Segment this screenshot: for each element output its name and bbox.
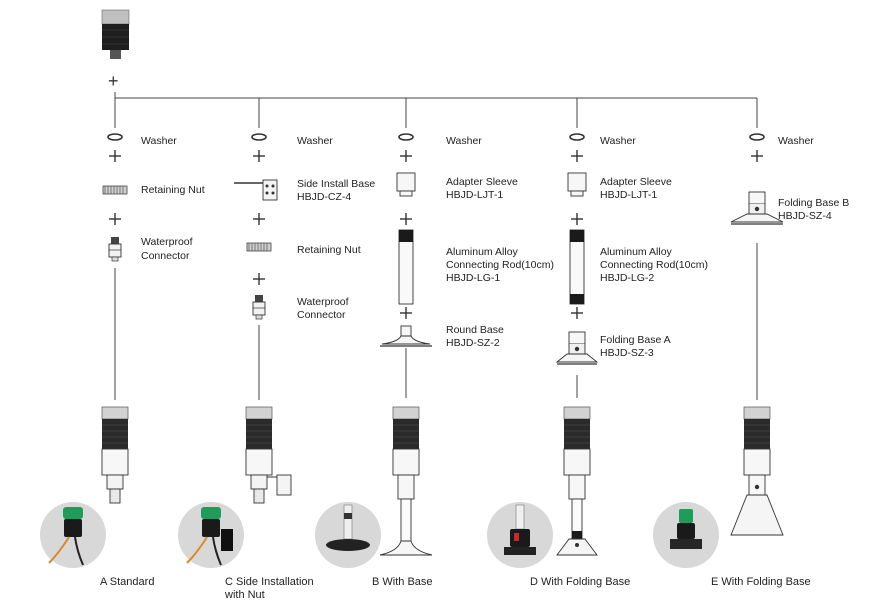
label-sleeve-code-d: HBJD-LJT-1 bbox=[600, 189, 658, 201]
plus-icon bbox=[571, 307, 583, 319]
lamp-e-stand-icon bbox=[730, 474, 784, 536]
folding-base-icon bbox=[730, 191, 784, 225]
caption-b: B With Base bbox=[372, 576, 433, 588]
label-connector-a-line1: Waterproof bbox=[141, 236, 193, 248]
label-round-base-code-b: HBJD-SZ-2 bbox=[446, 337, 500, 349]
lamp-d-stand-icon bbox=[556, 474, 598, 556]
label-rod-code-b: HBJD-LG-1 bbox=[446, 272, 501, 284]
caption-c: C Side Installation bbox=[225, 576, 314, 588]
label-sleeve-b: Adapter Sleeve bbox=[446, 176, 518, 188]
assembled-lamp-e-icon bbox=[743, 406, 771, 476]
waterproof-connector-icon bbox=[108, 237, 122, 262]
adapter-sleeve-icon bbox=[567, 172, 587, 197]
photo-folding-base-d-icon bbox=[487, 502, 553, 568]
top-plus-sign: + bbox=[108, 71, 119, 91]
label-fold-b-code-e: HBJD-SZ-4 bbox=[778, 210, 832, 222]
side-install-bracket-icon bbox=[234, 179, 278, 201]
plus-icon bbox=[400, 213, 412, 225]
connector-lines bbox=[114, 92, 758, 400]
aluminum-rod-icon bbox=[569, 229, 585, 305]
folding-base-icon bbox=[555, 331, 599, 365]
plus-icon bbox=[571, 213, 583, 225]
label-washer-b: Washer bbox=[446, 135, 482, 147]
washer-icon bbox=[569, 133, 585, 141]
plus-icon bbox=[253, 273, 265, 285]
aluminum-rod-icon bbox=[398, 229, 414, 305]
caption-c-line2: with Nut bbox=[225, 589, 265, 601]
top-lamp-icon bbox=[101, 9, 130, 59]
washer-icon bbox=[251, 133, 267, 141]
caption-a: A Standard bbox=[100, 576, 155, 588]
plus-icon bbox=[400, 150, 412, 162]
photo-standard-icon bbox=[40, 502, 106, 568]
assembled-lamp-a-icon bbox=[101, 406, 129, 476]
assembled-lamp-c-icon bbox=[245, 406, 273, 476]
label-sleeve-code-b: HBJD-LJT-1 bbox=[446, 189, 504, 201]
label-fold-a-d: Folding Base A bbox=[600, 334, 671, 346]
plus-icon bbox=[400, 307, 412, 319]
label-rod-d-line2: Connecting Rod(10cm) bbox=[600, 259, 708, 271]
plus-icon bbox=[109, 150, 121, 162]
plus-icon bbox=[253, 150, 265, 162]
caption-d: D With Folding Base bbox=[530, 576, 631, 588]
lamp-c-bottom-bracket-icon bbox=[250, 474, 292, 504]
waterproof-connector-icon bbox=[252, 295, 266, 320]
label-washer-e: Washer bbox=[778, 135, 814, 147]
adapter-sleeve-icon bbox=[396, 172, 416, 197]
assembled-lamp-d-icon bbox=[563, 406, 591, 476]
label-retaining-nut-a: Retaining Nut bbox=[141, 184, 205, 196]
washer-icon bbox=[749, 133, 765, 141]
washer-icon bbox=[107, 133, 123, 141]
label-rod-b-line2: Connecting Rod(10cm) bbox=[446, 259, 554, 271]
label-fold-a-code-d: HBJD-SZ-3 bbox=[600, 347, 654, 359]
lamp-a-bottom-connector-icon bbox=[106, 474, 124, 504]
label-rod-d-line1: Aluminum Alloy bbox=[600, 246, 672, 258]
label-rod-code-d: HBJD-LG-2 bbox=[600, 272, 655, 284]
washer-icon bbox=[398, 133, 414, 141]
label-side-base-code-c: HBJD-CZ-4 bbox=[297, 191, 352, 203]
label-connector-c-line2: Connector bbox=[297, 309, 346, 321]
lamp-b-stand-icon bbox=[379, 474, 433, 556]
label-retaining-nut-c: Retaining Nut bbox=[297, 244, 361, 256]
retaining-nut-icon bbox=[102, 185, 128, 195]
retaining-nut-icon bbox=[246, 242, 272, 252]
label-fold-b-e: Folding Base B bbox=[778, 197, 850, 209]
label-round-base-b: Round Base bbox=[446, 324, 504, 336]
photo-side-installation-icon bbox=[178, 502, 244, 568]
label-washer-d: Washer bbox=[600, 135, 636, 147]
label-rod-b-line1: Aluminum Alloy bbox=[446, 246, 518, 258]
label-connector-a-line2: Connector bbox=[141, 250, 190, 262]
label-sleeve-d: Adapter Sleeve bbox=[600, 176, 672, 188]
caption-e: E With Folding Base bbox=[711, 576, 811, 588]
label-washer-c: Washer bbox=[297, 135, 333, 147]
plus-icon bbox=[571, 150, 583, 162]
label-connector-c-line1: Waterproof bbox=[297, 296, 349, 308]
assembled-lamp-b-icon bbox=[392, 406, 420, 476]
parts-layer bbox=[40, 133, 784, 568]
label-washer-a: Washer bbox=[141, 135, 177, 147]
photo-with-base-icon bbox=[315, 502, 381, 568]
plus-icon bbox=[109, 213, 121, 225]
photo-folding-base-e-icon bbox=[653, 502, 719, 568]
label-side-base-c: Side Install Base bbox=[297, 178, 376, 190]
plus-icon bbox=[253, 213, 265, 225]
round-base-icon bbox=[380, 325, 432, 347]
plus-icon bbox=[751, 150, 763, 162]
